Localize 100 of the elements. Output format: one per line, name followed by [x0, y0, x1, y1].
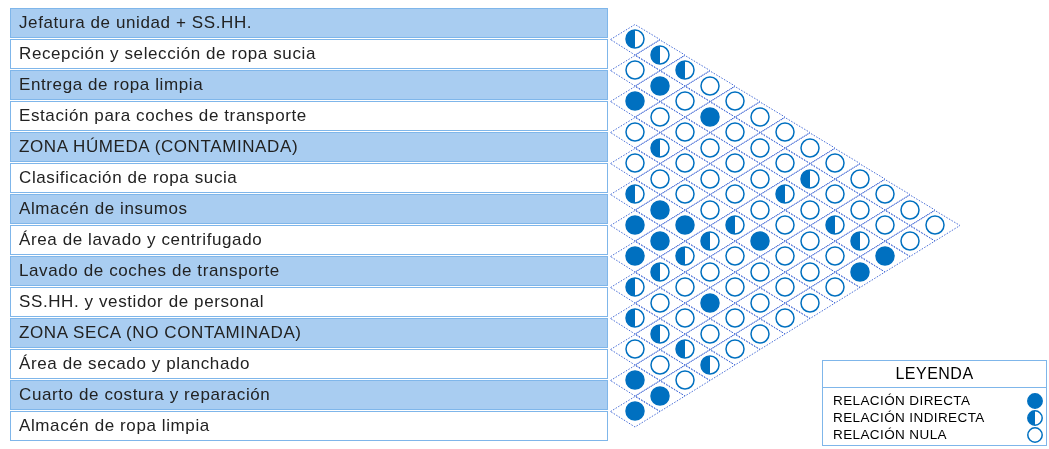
empty-circle-symbol: [825, 246, 845, 266]
empty-circle-symbol: [650, 292, 670, 313]
full-circle-symbol: [625, 401, 645, 421]
empty-circle-symbol: [800, 261, 820, 282]
full-circle-symbol: [675, 215, 695, 235]
half-circle-symbol: [675, 60, 695, 80]
half-circle-symbol: [650, 261, 670, 282]
full-circle-symbol: [650, 385, 670, 406]
area-row: Lavado de coches de transporte: [10, 256, 608, 286]
empty-circle-symbol: [900, 230, 920, 251]
empty-circle-symbol: [675, 308, 695, 328]
empty-circle-symbol: [725, 91, 745, 111]
empty-circle-symbol: [675, 153, 695, 173]
empty-circle-symbol: [725, 184, 745, 204]
area-row: Área de lavado y centrifugado: [10, 225, 608, 255]
empty-circle-symbol: [825, 184, 845, 204]
empty-circle-symbol: [775, 153, 795, 173]
full-circle-symbol: [625, 370, 645, 390]
empty-circle-symbol: [800, 230, 820, 251]
empty-circle-symbol: [875, 215, 895, 235]
empty-circle-symbol: [650, 354, 670, 375]
empty-circle-symbol: [675, 122, 695, 142]
half-circle-symbol: [675, 246, 695, 266]
empty-circle-symbol: [750, 168, 770, 189]
full-circle-symbol: [700, 292, 720, 313]
area-row: SS.HH. y vestidor de personal: [10, 287, 608, 317]
area-row: Estación para coches de transporte: [10, 101, 608, 131]
empty-circle-symbol: [800, 292, 820, 313]
empty-circle-symbol: [800, 137, 820, 158]
empty-circle-symbol: [725, 339, 745, 359]
empty-circle-symbol: [700, 199, 720, 220]
empty-circle-symbol: [625, 60, 645, 80]
full-circle-symbol: [700, 106, 720, 127]
half-circle-symbol: [825, 215, 845, 235]
empty-circle-symbol: [875, 184, 895, 204]
empty-circle-symbol: [650, 168, 670, 189]
half-circle-symbol: [625, 277, 645, 297]
area-row: ZONA SECA (NO CONTAMINADA): [10, 318, 608, 348]
full-circle-symbol: [850, 261, 870, 282]
legend-label: RELACIÓN DIRECTA: [833, 392, 971, 409]
area-row: Almacén de ropa limpia: [10, 411, 608, 441]
empty-circle-symbol: [725, 308, 745, 328]
half-circle-symbol: [650, 323, 670, 344]
empty-circle-symbol: [725, 246, 745, 266]
empty-circle-symbol: [675, 184, 695, 204]
empty-circle-symbol: [750, 261, 770, 282]
legend-label: RELACIÓN INDIRECTA: [833, 409, 985, 426]
area-row: Jefatura de unidad + SS.HH.: [10, 8, 608, 38]
full-circle-symbol: [650, 199, 670, 220]
full-circle-symbol: [650, 75, 670, 96]
empty-circle-symbol: [625, 122, 645, 142]
legend-label: RELACIÓN NULA: [833, 426, 947, 443]
full-circle-symbol: [625, 91, 645, 111]
empty-circle-symbol: [775, 277, 795, 297]
legend-title: LEYENDA: [894, 364, 975, 384]
half-circle-symbol: [700, 230, 720, 251]
half-circle-symbol: [625, 29, 645, 49]
area-row: Entrega de ropa limpia: [10, 70, 608, 100]
empty-circle-symbol: [850, 168, 870, 189]
empty-circle-symbol: [825, 153, 845, 173]
empty-circle-symbol: [925, 215, 945, 235]
area-row: Almacén de insumos: [10, 194, 608, 224]
empty-circle-symbol: [775, 308, 795, 328]
empty-circle-symbol: [750, 137, 770, 158]
full-circle-symbol: [875, 246, 895, 266]
half-circle-symbol: [650, 137, 670, 158]
half-circle-symbol: [725, 215, 745, 235]
empty-circle-symbol: [850, 199, 870, 220]
half-circle-symbol: [650, 44, 670, 65]
empty-circle-symbol: [800, 199, 820, 220]
empty-circle-symbol: [750, 292, 770, 313]
empty-circle-symbol: [650, 106, 670, 127]
empty-circle-symbol: [750, 323, 770, 344]
full-circle-symbol: [750, 230, 770, 251]
half-circle-symbol: [625, 184, 645, 204]
half-circle-symbol: [625, 308, 645, 328]
empty-circle-symbol: [700, 323, 720, 344]
full-circle-symbol: [650, 230, 670, 251]
empty-circle-symbol: [675, 91, 695, 111]
half-circle-symbol: [700, 354, 720, 375]
empty-circle-symbol: [700, 168, 720, 189]
area-row: Clasificación de ropa sucia: [10, 163, 608, 193]
empty-circle-symbol: [900, 199, 920, 220]
empty-circle-symbol: [775, 215, 795, 235]
empty-circle-symbol: [725, 153, 745, 173]
empty-circle-symbol: [700, 75, 720, 96]
empty-circle-symbol: [750, 106, 770, 127]
empty-circle-symbol: [675, 277, 695, 297]
area-row: ZONA HÚMEDA (CONTAMINADA): [10, 132, 608, 162]
empty-circle-symbol: [825, 277, 845, 297]
empty-circle-symbol: [775, 246, 795, 266]
full-circle-symbol: [625, 215, 645, 235]
area-row: Cuarto de costura y reparación: [10, 380, 608, 410]
empty-circle-symbol: [625, 339, 645, 359]
empty-circle-symbol: [675, 370, 695, 390]
empty-circle-symbol: [700, 137, 720, 158]
empty-circle-symbol: [625, 153, 645, 173]
empty-circle-symbol: [725, 277, 745, 297]
empty-circle-symbol: [750, 199, 770, 220]
half-circle-symbol: [800, 168, 820, 189]
